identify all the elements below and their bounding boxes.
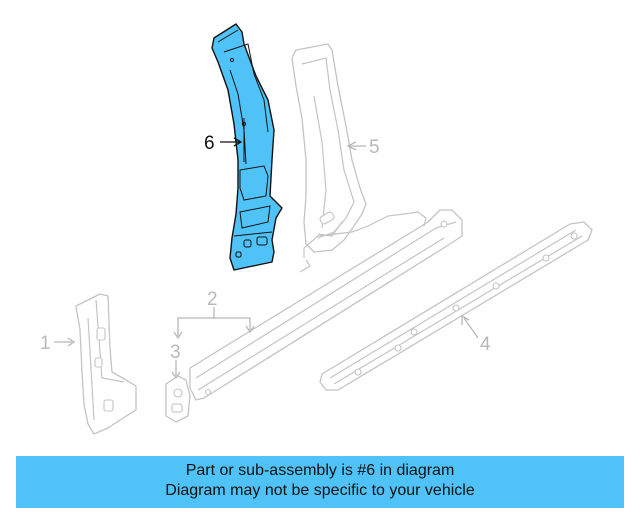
banner-line-disclaimer: Diagram may not be specific to your vehi… [165,482,475,499]
leader-line-3 [171,360,181,380]
leader-line-2 [173,307,255,340]
parts-diagram: 1 2 3 4 5 6 [40,23,593,435]
callout-label-4[interactable]: 4 [480,334,491,355]
leader-line-6 [220,137,243,147]
leader-line-4 [461,314,479,339]
callout-label-3[interactable]: 3 [170,342,181,363]
part-1-hinge-pillar [75,293,137,435]
callout-label-2[interactable]: 2 [207,289,218,310]
leader-line-5 [346,141,366,151]
part-3-bracket [165,375,191,423]
leader-line-1 [54,337,76,347]
callout-label-6[interactable]: 6 [204,133,215,154]
part-5-outer-pillar [291,43,367,253]
part-6-inner-pillar[interactable] [211,23,283,271]
part-2-rocker-panel [189,209,463,401]
part-4-reinforcement [319,221,593,391]
banner-line-part-number: Part or sub-assembly is #6 in diagram [185,462,455,479]
callout-label-1[interactable]: 1 [40,333,51,354]
info-banner: Part or sub-assembly is #6 in diagram Di… [16,456,624,508]
callout-label-5[interactable]: 5 [369,137,380,158]
